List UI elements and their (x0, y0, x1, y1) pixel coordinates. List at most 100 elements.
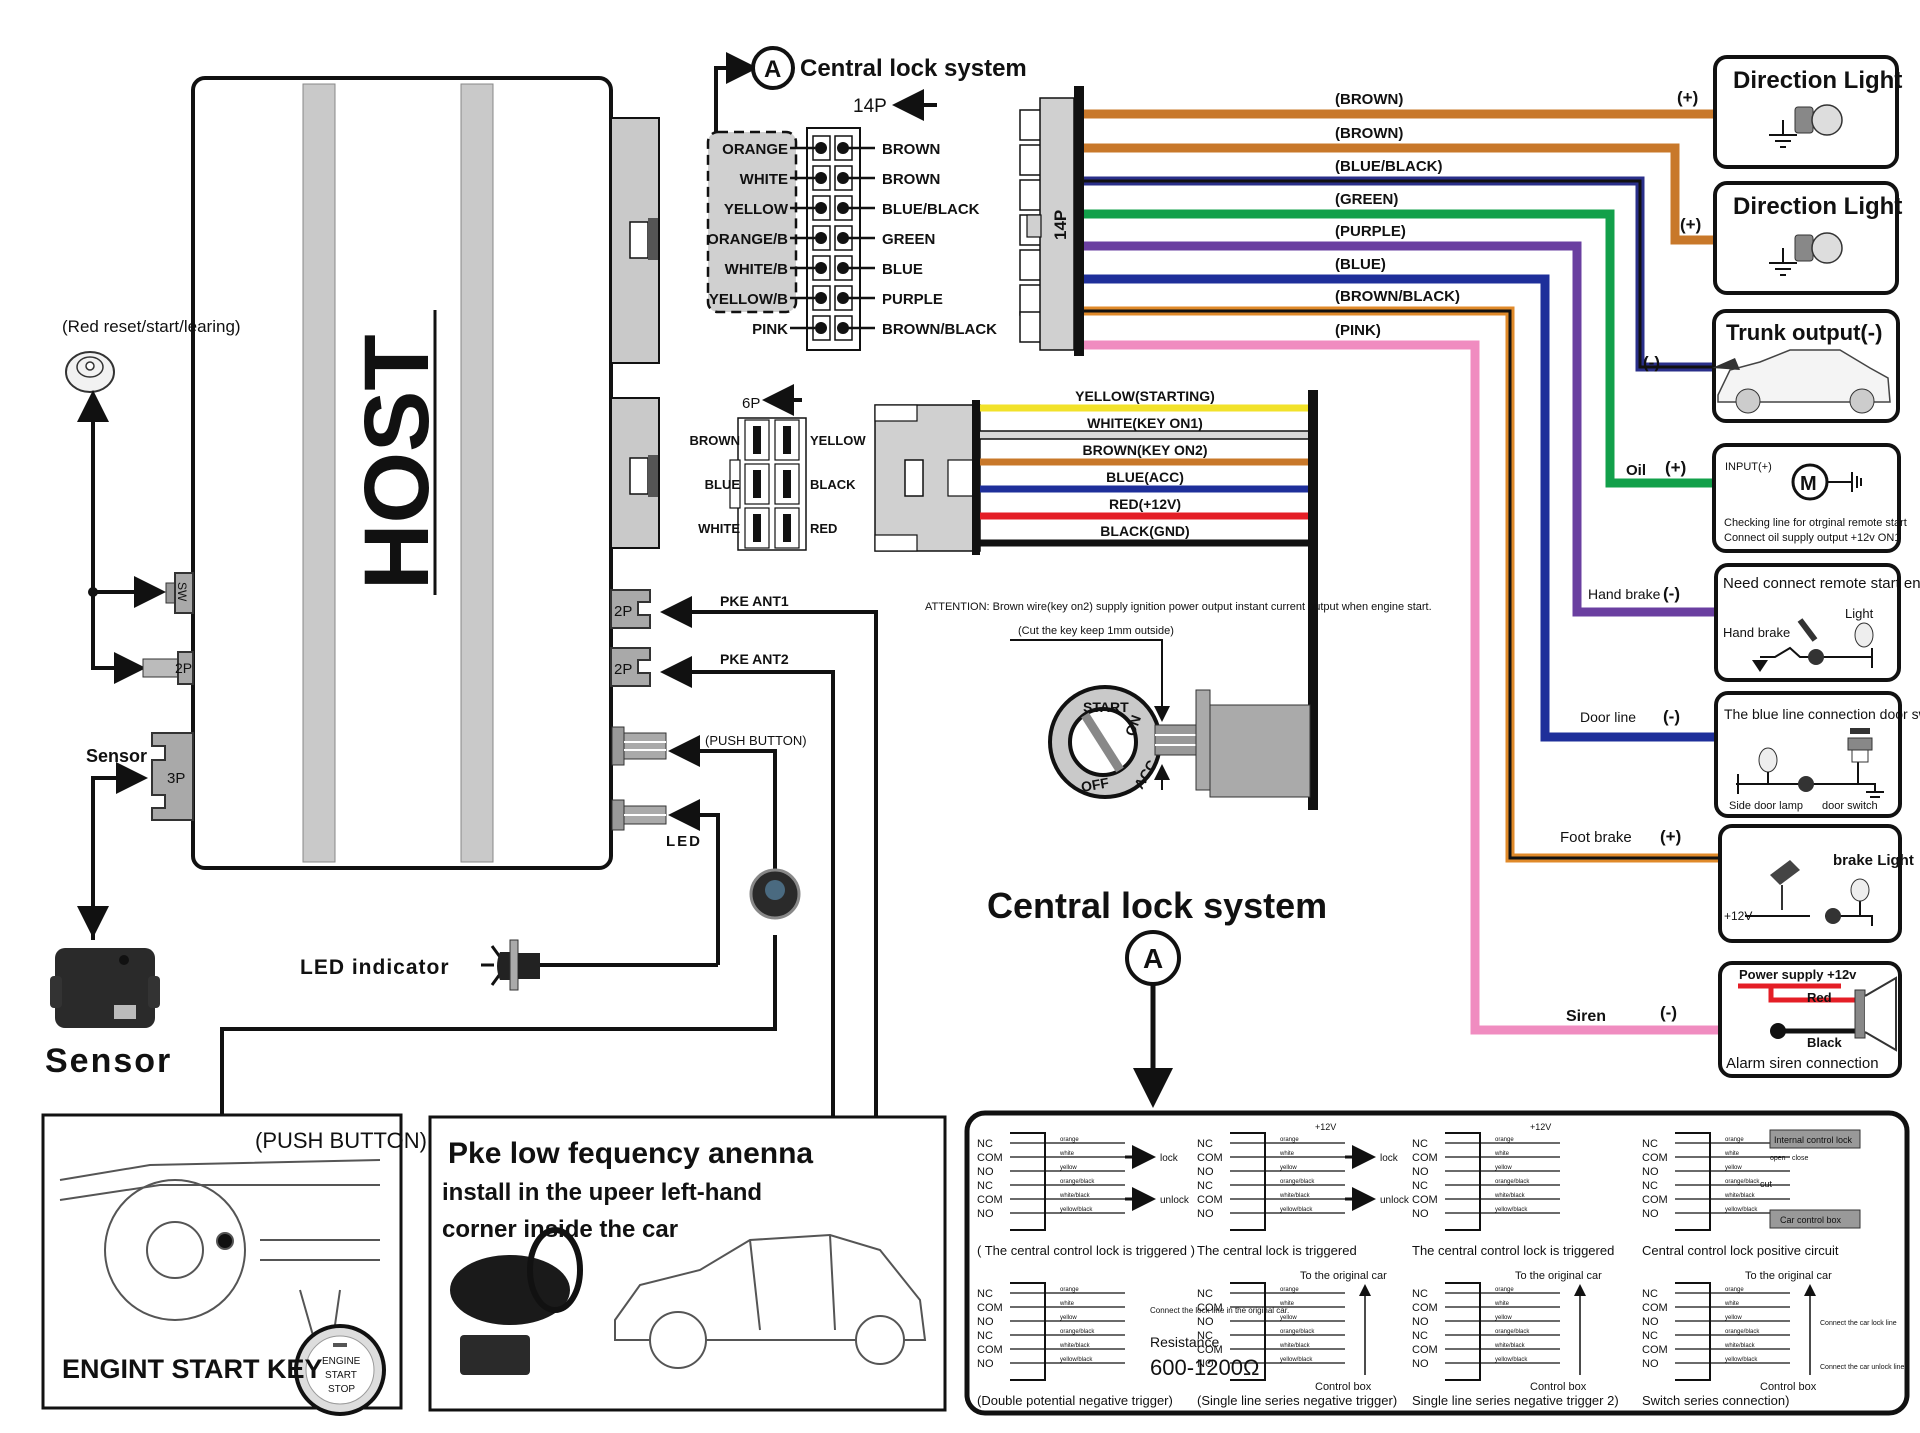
relay-wire-label: orange (1280, 1287, 1299, 1293)
wire-14p-label: (BROWN/BLACK) (1335, 288, 1460, 305)
relay-terminal-label: NC (977, 1180, 993, 1192)
relay-terminal-label: COM (1412, 1302, 1438, 1314)
lock-diagram-caption: Single line series negative trigger 2) (1412, 1393, 1619, 1408)
sw-port-label: SW (175, 582, 189, 602)
output-direction-light-2: Direction Light (1713, 181, 1902, 295)
relay-terminal-label: COM (977, 1152, 1003, 1164)
polarity-label: (-) (1643, 353, 1660, 372)
sw-port (174, 572, 194, 614)
wire-6p-label: RED(+12V) (1109, 496, 1181, 512)
relay-terminal-label: COM (1642, 1152, 1668, 1164)
relay-terminal-label: NO (1412, 1166, 1429, 1178)
relay-terminal-label: COM (1197, 1302, 1223, 1314)
relay-terminal-label: NC (1412, 1288, 1428, 1300)
relay-terminal-label: COM (977, 1344, 1003, 1356)
lock-diagram-caption: The central control lock is triggered (1412, 1243, 1614, 1258)
central-lock-link-title: Central lock system (800, 55, 1027, 82)
relay-terminal-label: NC (1197, 1288, 1213, 1300)
lock-diagram-caption: Switch series connection) (1642, 1393, 1789, 1408)
14p-right-pin-label: BLUE (882, 261, 923, 278)
relay-wire-label: orange (1060, 1287, 1079, 1293)
relay-terminal-label: NO (1642, 1358, 1659, 1370)
plus-12v-label: +12V (1530, 1122, 1551, 1132)
unlock-label: unlock (1160, 1195, 1190, 1206)
led-indicator-icon (518, 953, 540, 979)
relay-terminal-label: COM (1197, 1152, 1223, 1164)
oil-note-1: Checking line for otrginal remote start (1724, 517, 1907, 529)
pke-ant2-label: PKE ANT2 (720, 651, 789, 667)
sensor-device-label: Sensor (45, 1042, 172, 1080)
relay-wire-label: yellow (1060, 1165, 1077, 1171)
central-lock-title: Central lock system (987, 885, 1327, 926)
plug-6p (874, 400, 981, 555)
left-2p-port (177, 651, 194, 685)
engine-start-key-label: ENGINT START KEY (62, 1354, 323, 1384)
unlock-label: unlock (1380, 1195, 1410, 1206)
relay-wire-label: yellow (1060, 1315, 1077, 1321)
relay-wire-label: orange/black (1495, 1179, 1530, 1185)
push-button-wire-label: (PUSH BUTTON) (705, 733, 807, 748)
pke-ant2-port (610, 647, 651, 687)
14p-right-pin-label: BROWN (882, 141, 940, 158)
reset-button-icon[interactable] (65, 351, 115, 393)
sensor-3p-port (151, 732, 194, 821)
host-title: HOST (346, 334, 448, 590)
relay-wire-label: yellow (1280, 1165, 1297, 1171)
bulb-icon (1769, 232, 1843, 276)
14p-left-pin-label: WHITE/B (725, 261, 788, 278)
wire-6p-label: YELLOW(STARTING) (1075, 388, 1215, 404)
brake-light-icon (1850, 878, 1870, 902)
lock-diagram-caption: ( The central control lock is triggered … (977, 1243, 1195, 1258)
black-wire-label: Black (1807, 1035, 1842, 1050)
relay-terminal-label: NO (1642, 1208, 1659, 1220)
relay-wire-label: white/black (1059, 1343, 1091, 1349)
oil-input-label: INPUT(+) (1725, 461, 1772, 473)
pke-ant1-port (610, 589, 651, 629)
left-2p-port-label: 2P (175, 660, 192, 676)
6p-bus-bar (1308, 390, 1318, 810)
wire-6p-label: BLUE(ACC) (1106, 469, 1184, 485)
relay-wire-label: yellow/black (1060, 1357, 1093, 1363)
relay-terminal-label: NO (1642, 1166, 1659, 1178)
relay-terminal-label: NC (977, 1330, 993, 1342)
output-brake-light: brake Light +12V (1718, 824, 1914, 943)
output-door-line: The blue line connection door switch Sid… (1714, 691, 1920, 818)
output-title: brake Light (1833, 852, 1914, 869)
relay-terminal-label: NO (1197, 1166, 1214, 1178)
6p-left-pin-label: WHITE (698, 521, 740, 536)
polarity-label: (-) (1663, 707, 1680, 726)
relay-terminal-label: NO (977, 1166, 994, 1178)
relay-wire-label: white/black (1059, 1193, 1091, 1199)
relay-wire-label: white (1724, 1151, 1740, 1157)
reset-button-label: (Red reset/start/learing) (62, 317, 241, 336)
relay-wire-label: white (1279, 1301, 1295, 1307)
relay-wire-label: orange/black (1280, 1179, 1315, 1185)
sensor-device: Sensor (45, 948, 172, 1080)
polarity-label: (+) (1680, 215, 1701, 234)
bulb-icon (1769, 104, 1843, 148)
relay-wire-label: white/black (1494, 1343, 1526, 1349)
hand-brake-wire-label: Hand brake (1588, 586, 1661, 602)
relay-wire-label: orange (1280, 1137, 1299, 1143)
relay-wire-label: white/black (1494, 1193, 1526, 1199)
control-box-label: Control box (1760, 1381, 1817, 1393)
relay-terminal-label: NC (977, 1288, 993, 1300)
plug-14p: 14P (1019, 86, 1084, 356)
door-switch-icon (1850, 728, 1870, 734)
engine-start-panel: (PUSH BUTTON) ENGINE START STOP ENGINT S… (41, 1113, 427, 1416)
relay-wire-label: orange/black (1725, 1179, 1760, 1185)
polarity-label: (-) (1660, 1003, 1677, 1022)
relay-wire-label: yellow/black (1060, 1207, 1093, 1213)
relay-terminal-label: NC (1197, 1138, 1213, 1150)
relay-terminal-label: NO (977, 1316, 994, 1328)
relay-wire-label: orange/black (1495, 1329, 1530, 1335)
relay-wire-label: white (1494, 1151, 1510, 1157)
relay-wire-label: white/black (1724, 1193, 1756, 1199)
ignition-on-label: ON (1122, 713, 1144, 738)
relay-wire-label: white (1724, 1301, 1740, 1307)
badge-a-label: A (764, 56, 781, 83)
cut-key-note: (Cut the key keep 1mm outside) (1018, 625, 1174, 637)
relay-wire-label: orange/black (1725, 1329, 1760, 1335)
